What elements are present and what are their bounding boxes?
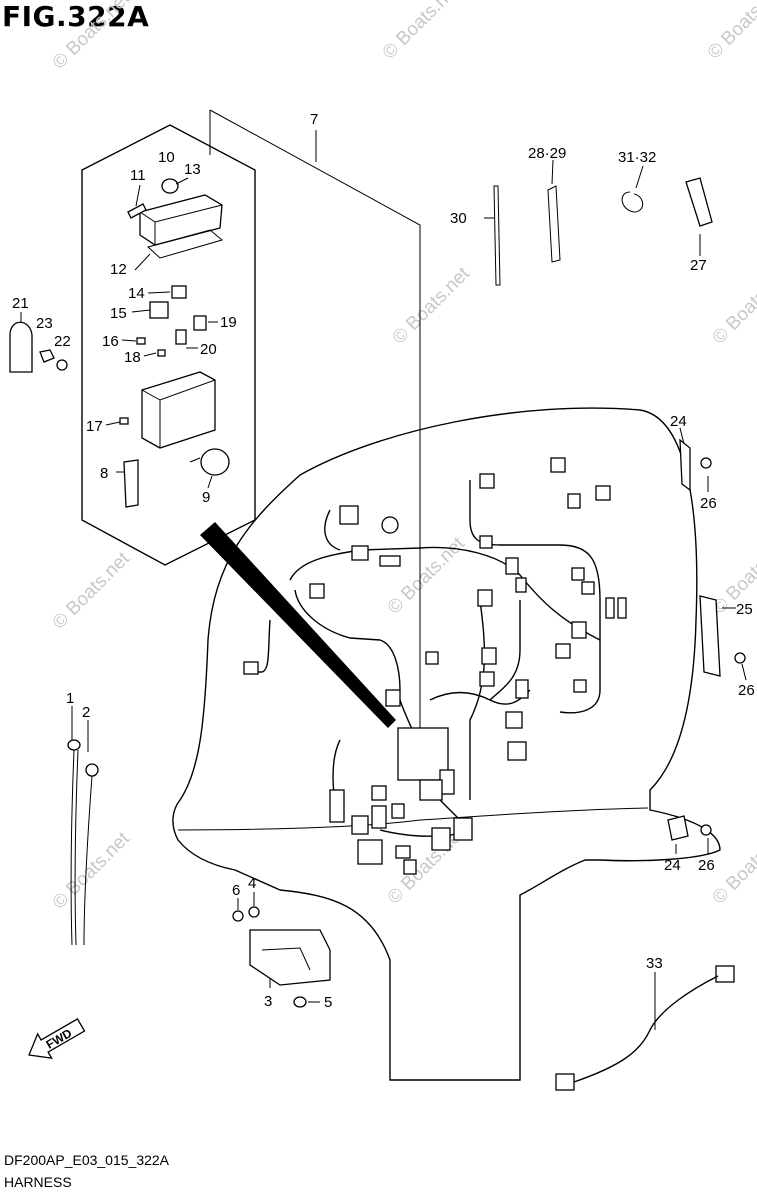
callout-13: 13 bbox=[184, 161, 201, 178]
callout-18: 18 bbox=[124, 349, 141, 366]
watermark: © Boats.net bbox=[704, 0, 757, 64]
watermark: © Boats.net bbox=[709, 823, 757, 909]
watermark: © Boats.net bbox=[384, 533, 470, 619]
callout-33: 33 bbox=[646, 955, 663, 972]
callout-2: 2 bbox=[82, 704, 90, 721]
detail-pointer bbox=[200, 522, 396, 728]
callout-14: 14 bbox=[128, 285, 145, 302]
callout-21: 21 bbox=[12, 295, 29, 312]
callout-26c: 26 bbox=[698, 857, 715, 874]
callout-31-32: 31·32 bbox=[618, 149, 656, 166]
callout-8: 8 bbox=[100, 465, 108, 482]
engine-cover bbox=[172, 407, 721, 1081]
watermark: © Boats.net bbox=[709, 263, 757, 349]
lower-bracket bbox=[232, 892, 331, 1008]
main-harness bbox=[243, 457, 627, 875]
callout-26b: 26 bbox=[738, 682, 755, 699]
callout-28-29: 28·29 bbox=[528, 145, 566, 162]
callout-1: 1 bbox=[66, 690, 74, 707]
callout-10: 10 bbox=[158, 149, 175, 166]
bracket-parts bbox=[667, 427, 747, 854]
callout-23: 23 bbox=[36, 315, 53, 332]
callout-5: 5 bbox=[324, 994, 332, 1011]
watermark: © Boats.net bbox=[389, 263, 475, 349]
callout-7: 7 bbox=[310, 111, 318, 128]
connector-parts bbox=[9, 312, 68, 373]
extension-harness bbox=[555, 965, 735, 1091]
callout-25: 25 bbox=[736, 601, 753, 618]
ground-wires bbox=[67, 706, 99, 946]
callout-19: 19 bbox=[220, 314, 237, 331]
callout-15: 15 bbox=[110, 305, 127, 322]
callout-11: 11 bbox=[130, 167, 146, 184]
callout-16: 16 bbox=[102, 333, 119, 350]
detail-panel bbox=[81, 109, 421, 740]
watermark: © Boats.net bbox=[379, 0, 465, 64]
fuse-box-parts bbox=[105, 177, 230, 508]
callout-6: 6 bbox=[232, 882, 240, 899]
watermark: © Boats.net bbox=[49, 548, 135, 634]
callout-3: 3 bbox=[264, 993, 272, 1010]
callout-4: 4 bbox=[248, 875, 256, 892]
callout-30: 30 bbox=[450, 210, 467, 227]
callout-20: 20 bbox=[200, 341, 217, 358]
callout-labels: 1 2 3 4 5 6 7 8 9 10 11 12 13 14 15 16 1… bbox=[12, 111, 755, 1011]
section-name: HARNESS bbox=[4, 1174, 72, 1190]
callout-17: 17 bbox=[86, 418, 103, 435]
clamp-parts bbox=[484, 159, 713, 286]
watermark: © Boats.net bbox=[49, 0, 135, 74]
callout-27: 27 bbox=[690, 257, 707, 274]
callout-24a: 24 bbox=[670, 413, 687, 430]
fwd-arrow: FWD bbox=[28, 1018, 86, 1059]
diagram-code: DF200AP_E03_015_322A bbox=[4, 1152, 170, 1168]
callout-22: 22 bbox=[54, 333, 71, 350]
callout-9: 9 bbox=[202, 489, 210, 506]
callout-24b: 24 bbox=[664, 857, 681, 874]
callout-26a: 26 bbox=[700, 495, 717, 512]
callout-12: 12 bbox=[110, 261, 127, 278]
figure-title: FIG.322A bbox=[2, 0, 150, 33]
watermark: © Boats.net bbox=[49, 828, 135, 914]
